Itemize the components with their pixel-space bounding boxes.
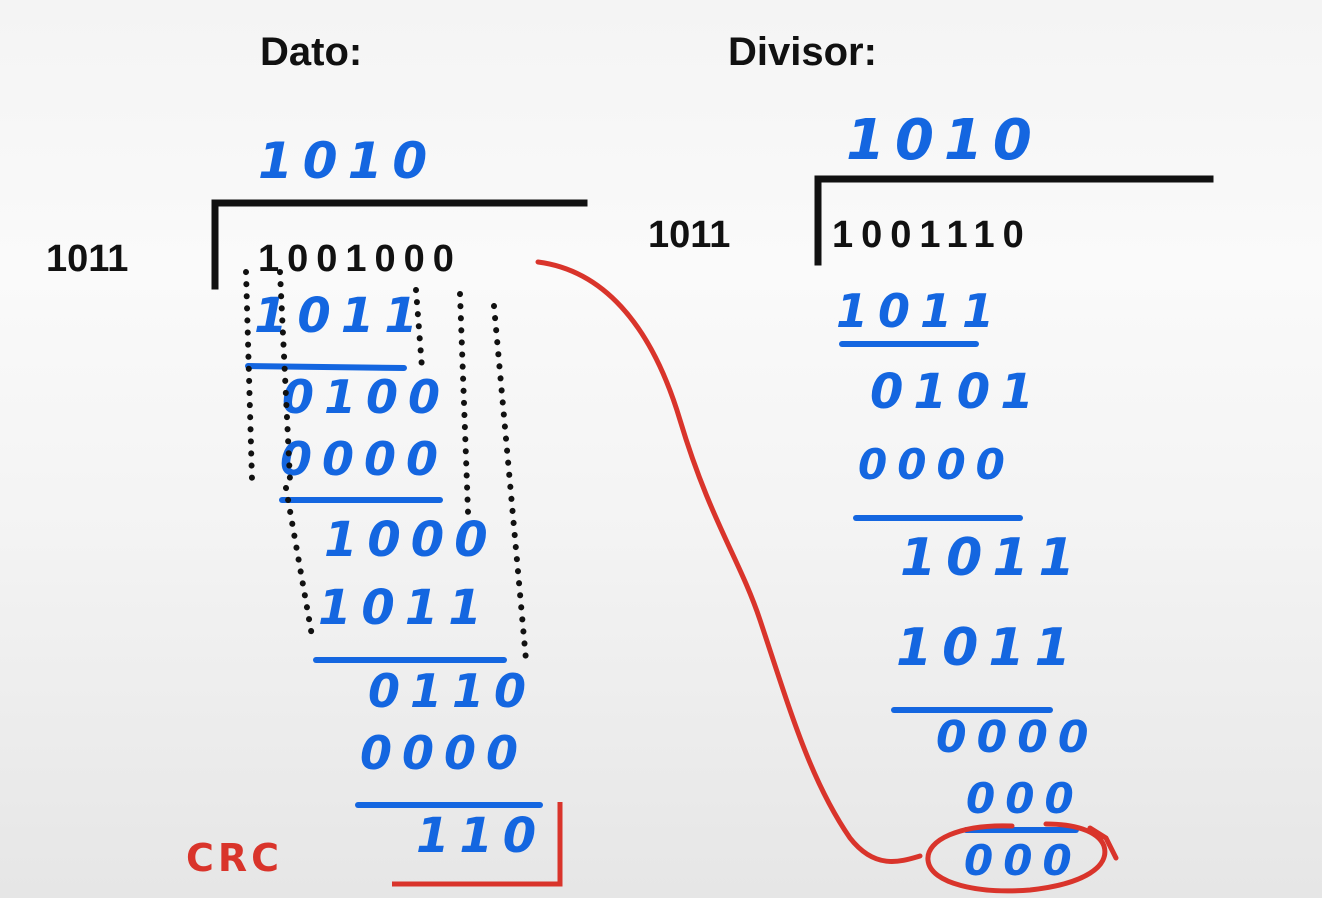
right-step-5: 1011	[896, 618, 1081, 678]
left-crc-remainder: 110	[416, 808, 547, 864]
right-final-remainder: 000	[964, 836, 1082, 885]
left-step-3: 0000	[280, 432, 449, 486]
left-divisor: 1011	[46, 238, 129, 280]
crc-bracket	[392, 802, 563, 887]
left-step-7: 0000	[360, 726, 529, 780]
right-step-3: 0000	[858, 440, 1015, 489]
left-step-5: 1011	[318, 580, 492, 636]
right-divisor: 1011	[648, 214, 731, 256]
left-division-bracket	[211, 199, 588, 290]
right-step-1: 1011	[836, 284, 1005, 338]
dotted-guides	[243, 269, 529, 663]
left-underlines	[245, 363, 543, 808]
right-dividend: 1001110	[832, 214, 1032, 256]
left-dividend: 1001000	[258, 238, 462, 280]
right-step-2: 0101	[870, 364, 1044, 420]
right-quotient: 1010	[846, 108, 1042, 173]
right-step-4: 1011	[900, 528, 1085, 588]
left-step-2: 0100	[282, 370, 451, 424]
right-underlines	[839, 341, 1079, 833]
right-division-bracket	[814, 175, 1214, 266]
left-step-4: 1000	[324, 512, 498, 568]
right-step-7: 000	[966, 774, 1084, 823]
right-step-6: 0000	[936, 712, 1099, 763]
remainder-circle	[925, 821, 1119, 894]
dato-heading: Dato:	[260, 30, 363, 74]
crc-transfer-arrow	[535, 259, 923, 864]
left-quotient: 1010	[258, 132, 438, 190]
left-step-6: 0110	[368, 664, 537, 718]
divisor-heading: Divisor:	[728, 30, 877, 74]
crc-label: CRC	[186, 836, 284, 880]
